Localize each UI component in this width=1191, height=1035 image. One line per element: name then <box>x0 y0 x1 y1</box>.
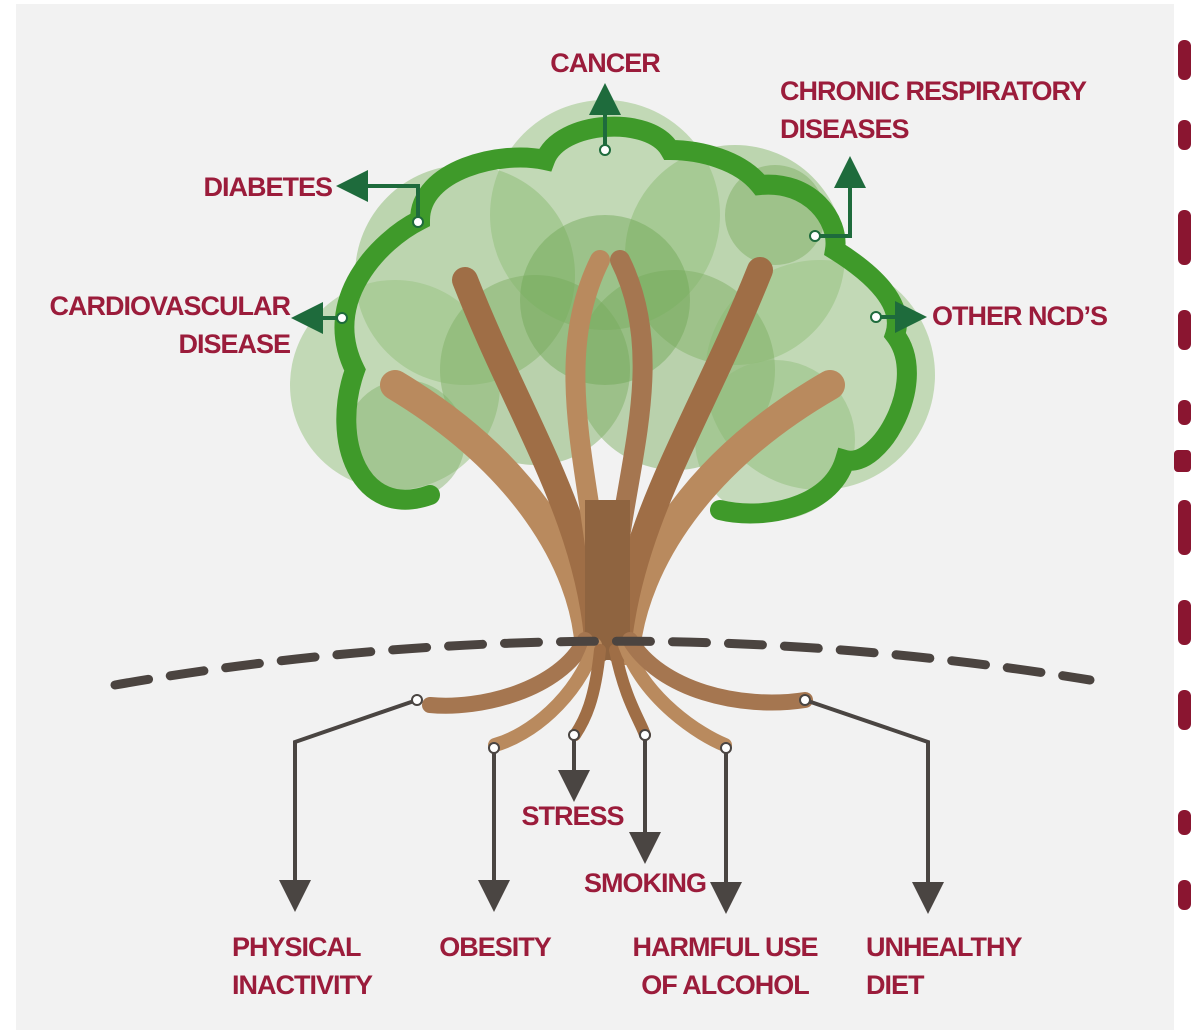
label-chronic-respiratory-line1: CHRONIC RESPIRATORY <box>780 72 1086 110</box>
label-harmful-alcohol: HARMFUL USE OF ALCOHOL <box>620 928 830 1004</box>
label-physical-inactivity-line1: PHYSICAL <box>232 928 372 966</box>
label-stress-text: STRESS <box>500 797 645 835</box>
side-lettering-fragment <box>1174 40 1191 910</box>
label-physical-inactivity: PHYSICAL INACTIVITY <box>232 928 372 1004</box>
label-physical-inactivity-line2: INACTIVITY <box>232 966 372 1004</box>
label-obesity: OBESITY <box>425 928 565 966</box>
label-other-ncds: OTHER NCD’S <box>932 297 1107 335</box>
label-cardiovascular: CARDIOVASCULAR DISEASE <box>20 287 290 363</box>
label-other-ncds-text: OTHER NCD’S <box>932 297 1107 335</box>
label-stress: STRESS <box>500 797 645 835</box>
label-cancer: CANCER <box>535 44 675 82</box>
label-cancer-text: CANCER <box>535 44 675 82</box>
label-smoking-text: SMOKING <box>570 864 720 902</box>
label-cardiovascular-line2: DISEASE <box>20 325 290 363</box>
label-chronic-respiratory: CHRONIC RESPIRATORY DISEASES <box>780 72 1086 148</box>
label-unhealthy-diet-line1: UNHEALTHY <box>866 928 1022 966</box>
label-cardiovascular-line1: CARDIOVASCULAR <box>20 287 290 325</box>
label-diabetes-text: DIABETES <box>180 168 332 206</box>
label-harmful-alcohol-line2: OF ALCOHOL <box>620 966 830 1004</box>
label-obesity-text: OBESITY <box>425 928 565 966</box>
label-chronic-respiratory-line2: DISEASES <box>780 110 1086 148</box>
label-harmful-alcohol-line1: HARMFUL USE <box>620 928 830 966</box>
label-unhealthy-diet-line2: DIET <box>866 966 1022 1004</box>
label-diabetes: DIABETES <box>180 168 332 206</box>
label-unhealthy-diet: UNHEALTHY DIET <box>866 928 1022 1004</box>
label-smoking: SMOKING <box>570 864 720 902</box>
